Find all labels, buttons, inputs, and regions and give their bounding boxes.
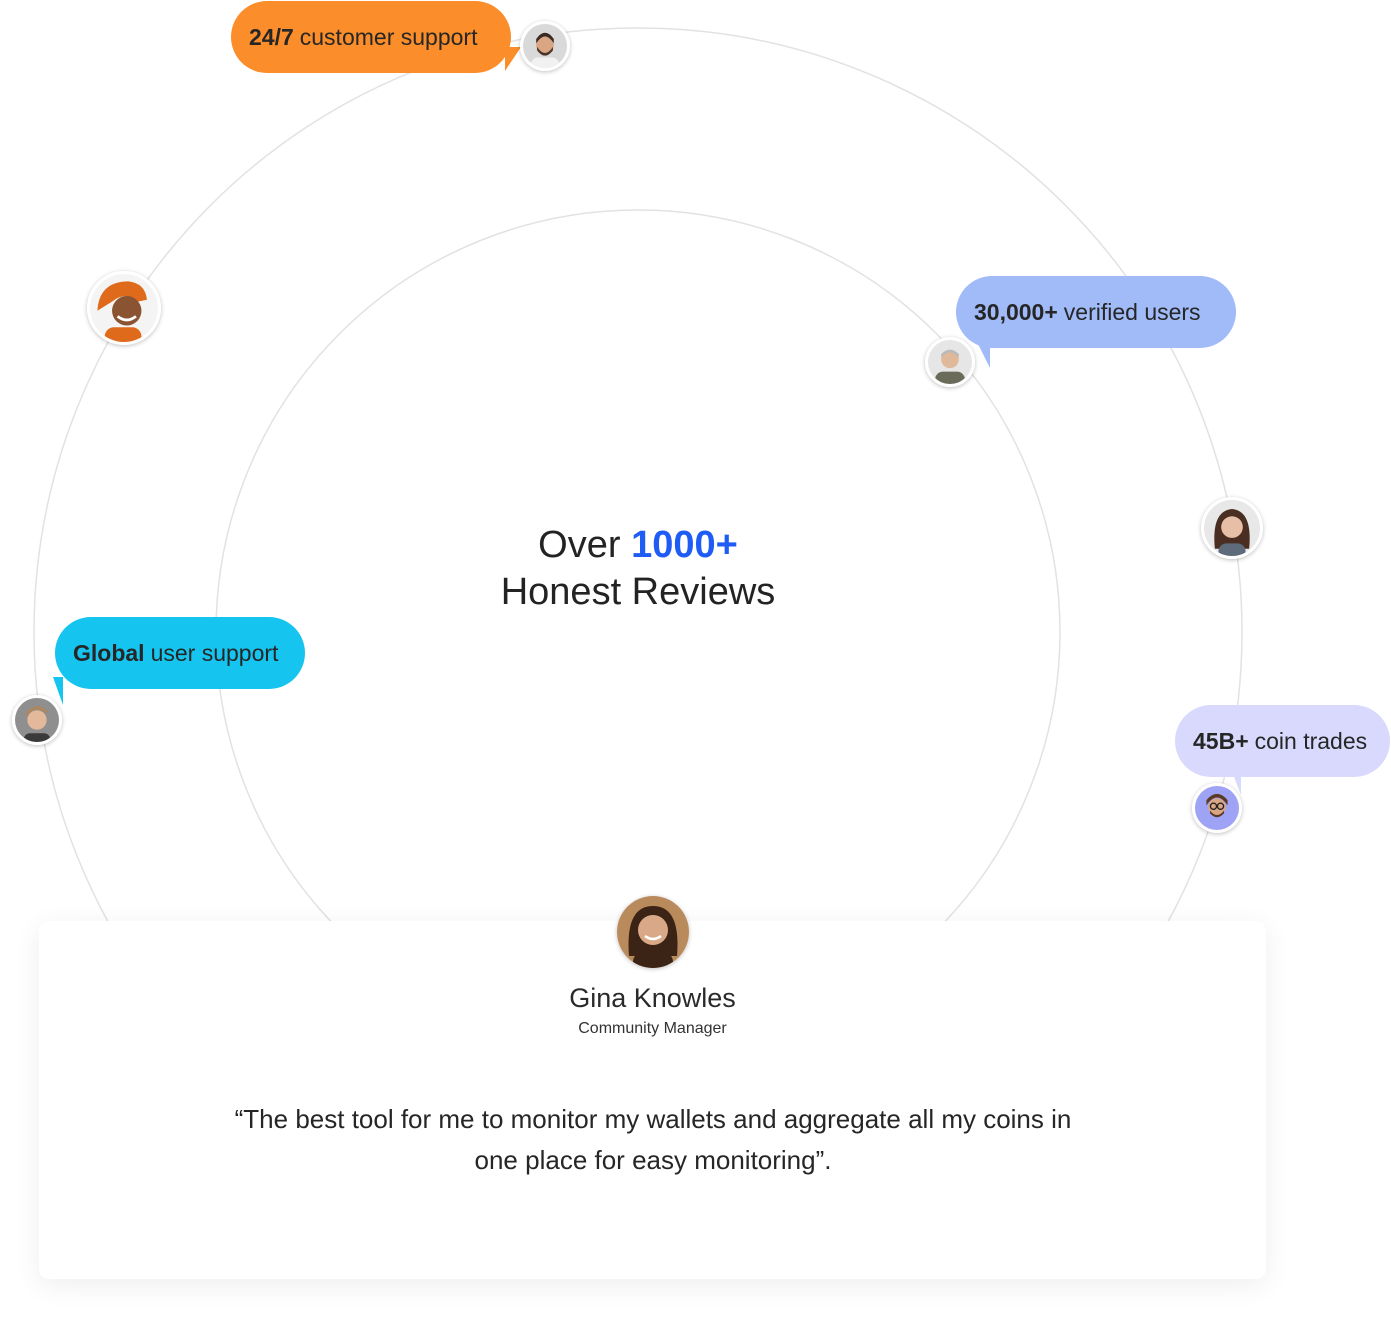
testimonial-avatar (617, 896, 689, 968)
avatar-man-glasses-icon (1192, 783, 1242, 833)
badge-text: verified users (1063, 298, 1201, 325)
avatar-man-beard-icon (520, 21, 570, 71)
testimonial-card: Gina Knowles Community Manager “The best… (39, 896, 1266, 1279)
headline-count: 1000+ (631, 524, 738, 566)
bubble-tail (978, 344, 990, 368)
badge-text: customer support (299, 23, 478, 50)
badge-bold: 45B+ (1193, 727, 1249, 754)
badge-bold: Global (73, 639, 145, 666)
avatar-young-man-icon (12, 695, 62, 745)
avatar-woman-headwrap-icon (87, 271, 161, 345)
testimonial-quote: “The best tool for me to monitor my wall… (234, 1104, 1072, 1175)
testimonial-role: Community Manager (578, 1020, 727, 1037)
badge-customer-support: 24/7 customer support (231, 1, 521, 73)
avatar-woman-dark-hair-icon (1201, 497, 1263, 559)
avatar-older-man-icon (925, 337, 975, 387)
testimonial-name: Gina Knowles (569, 983, 736, 1013)
badge-verified-users: 30,000+ verified users (956, 276, 1236, 368)
badge-bold: 30,000+ (974, 298, 1058, 325)
bubble-tail (1231, 769, 1241, 795)
badge-text: user support (150, 639, 279, 666)
badge-coin-trades: 45B+ coin trades (1175, 705, 1390, 795)
badge-text: coin trades (1254, 727, 1368, 754)
bubble-tail (505, 47, 521, 71)
badge-bold: 24/7 (249, 23, 294, 50)
headline-line-2: Honest Reviews (500, 571, 776, 613)
headline: Over 1000+ Honest Reviews (438, 522, 838, 616)
headline-prefix: Over (538, 524, 621, 566)
badge-global-support: Global user support (53, 617, 305, 705)
headline-line-1: Over 1000+ (438, 522, 838, 569)
bubble-tail (53, 677, 63, 705)
